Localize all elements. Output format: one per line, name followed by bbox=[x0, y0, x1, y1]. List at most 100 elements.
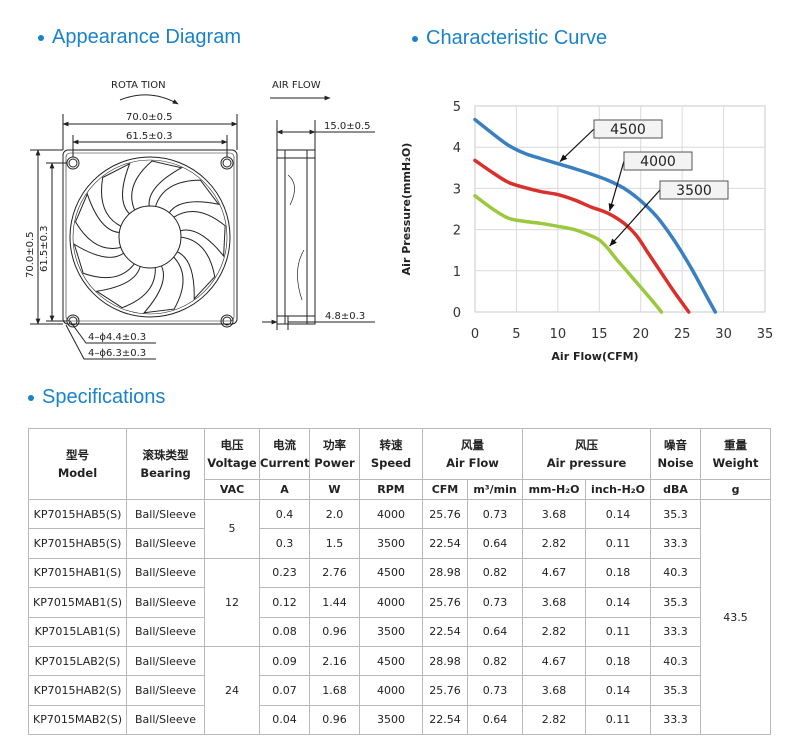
model-cell: KP7015MAB2(S) bbox=[28, 704, 127, 736]
x-axis-label: Air Flow(CFM) bbox=[551, 350, 638, 363]
power-cell: 2.16 bbox=[309, 645, 360, 677]
y-tick-label: 0 bbox=[453, 306, 461, 321]
model-cell: KP7015HAB5(S) bbox=[28, 498, 127, 530]
unit-cell: m³/min bbox=[467, 479, 523, 500]
noise-cell: 35.3 bbox=[650, 587, 702, 618]
table-row: KP7015HAB5(S) Ball/Sleeve 5 0.4 2.0 4000… bbox=[28, 498, 772, 736]
airflow-label: AIR FLOW bbox=[272, 80, 321, 91]
appearance-title: Appearance Diagram bbox=[38, 26, 241, 49]
fan-blade bbox=[142, 255, 184, 314]
speed-cell: 4500 bbox=[359, 645, 423, 677]
y-axis-label: Air Pressure(mmH₂O) bbox=[400, 143, 413, 276]
m3min-cell: 0.82 bbox=[467, 557, 523, 589]
cfm-cell: 22.54 bbox=[422, 616, 468, 647]
curve-title-text: Characteristic Curve bbox=[426, 27, 608, 49]
speed-cell: 4000 bbox=[359, 587, 423, 618]
fan-frame bbox=[62, 149, 238, 325]
unit-cell: inch-H₂O bbox=[584, 479, 652, 500]
dim-hole-large: 4–ϕ6.3±0.3 bbox=[88, 348, 146, 359]
fan-side-view bbox=[276, 149, 316, 325]
noise-cell: 35.3 bbox=[650, 675, 702, 706]
series-label-box bbox=[593, 119, 663, 139]
series-line-4000 bbox=[473, 158, 691, 314]
voltage-cell: 24 bbox=[204, 645, 260, 736]
bullet-dot-icon bbox=[28, 394, 34, 401]
weight-cell: 43.5 bbox=[700, 498, 772, 736]
cfm-cell: 25.76 bbox=[422, 498, 468, 530]
model-cell: KP7015HAB1(S) bbox=[28, 557, 127, 589]
fan-blade bbox=[101, 162, 131, 228]
speed-cell: 3500 bbox=[359, 616, 423, 647]
bullet-dot-icon bbox=[38, 34, 44, 41]
unit-cell: CFM bbox=[422, 479, 468, 500]
fan-blade bbox=[73, 243, 136, 279]
current-cell: 0.08 bbox=[259, 616, 310, 647]
appearance-title-text: Appearance Diagram bbox=[52, 26, 241, 48]
mmh2o-cell: 2.82 bbox=[522, 616, 586, 647]
bearing-cell: Ball/Sleeve bbox=[126, 587, 205, 618]
unit-cell: g bbox=[700, 479, 772, 500]
inchh2o-cell: 0.18 bbox=[584, 557, 652, 589]
speed-cell: 4000 bbox=[359, 498, 423, 530]
fan-opening-inner bbox=[72, 159, 228, 315]
power-cell: 1.44 bbox=[309, 587, 360, 618]
dim-outer-left: 70.0±0.5 bbox=[25, 231, 36, 278]
series-label-leader bbox=[609, 189, 661, 247]
fan-opening bbox=[69, 156, 231, 318]
unit-cell: RPM bbox=[359, 479, 423, 500]
table-row: KP7015MAB2(S) Ball/Sleeve 0.04 0.96 3500… bbox=[28, 704, 771, 736]
x-tick-label: 35 bbox=[757, 327, 774, 342]
cfm-cell: 22.54 bbox=[422, 704, 468, 736]
dim-depth: 15.0±0.5 bbox=[324, 121, 371, 132]
fan-blades bbox=[73, 160, 226, 314]
inchh2o-cell: 0.11 bbox=[584, 528, 652, 559]
noise-cell: 33.3 bbox=[650, 528, 702, 559]
current-cell: 0.23 bbox=[259, 557, 310, 589]
series-label-4000: 4000 bbox=[640, 154, 676, 170]
cfm-cell: 28.98 bbox=[422, 557, 468, 589]
inchh2o-cell: 0.14 bbox=[584, 498, 652, 530]
series-label-box bbox=[623, 151, 693, 171]
table-row: KP7015HAB5(S) Ball/Sleeve 0.3 1.5 3500 2… bbox=[28, 528, 771, 559]
x-tick-label: 25 bbox=[674, 327, 691, 342]
dim-outer-top: 70.0±0.5 bbox=[126, 112, 173, 123]
noise-cell: 40.3 bbox=[650, 557, 702, 589]
inchh2o-cell: 0.11 bbox=[584, 704, 652, 736]
dim-hole-small: 4–ϕ4.4±0.3 bbox=[88, 332, 146, 343]
unit-cell: mm-H₂O bbox=[522, 479, 586, 500]
power-cell: 1.68 bbox=[309, 675, 360, 706]
specs-title-text: Specifications bbox=[42, 386, 166, 408]
series-line-4500 bbox=[473, 117, 718, 314]
fan-blade bbox=[172, 210, 226, 258]
x-tick-label: 10 bbox=[550, 327, 567, 342]
voltage-cell: 5 bbox=[204, 499, 260, 559]
m3min-cell: 0.73 bbox=[467, 675, 523, 706]
power-cell: 1.5 bbox=[309, 528, 360, 559]
fan-blade bbox=[176, 236, 216, 301]
model-cell: KP7015LAB1(S) bbox=[28, 616, 127, 647]
speed-cell: 4500 bbox=[359, 557, 423, 589]
x-tick-label: 0 bbox=[471, 327, 479, 342]
x-tick-label: 5 bbox=[512, 327, 520, 342]
model-cell: KP7015HAB5(S) bbox=[28, 528, 127, 559]
speed-cell: 3500 bbox=[359, 704, 423, 736]
table-row: KP7015MAB1(S) Ball/Sleeve 0.12 1.44 4000… bbox=[28, 587, 771, 618]
m3min-cell: 0.64 bbox=[467, 528, 523, 559]
cfm-cell: 25.76 bbox=[422, 587, 468, 618]
bearing-cell: Ball/Sleeve bbox=[126, 675, 205, 706]
model-cell: KP7015MAB1(S) bbox=[28, 587, 127, 618]
leader-arrow-icon bbox=[609, 238, 617, 247]
x-tick-label: 20 bbox=[632, 327, 649, 342]
rotation-arrow-icon bbox=[119, 94, 179, 105]
fan-frame-inner bbox=[65, 152, 235, 322]
unit-cell: A bbox=[259, 479, 310, 500]
dim-inner-left: 61.5±0.3 bbox=[39, 225, 50, 272]
leader-arrow-icon bbox=[608, 203, 615, 212]
